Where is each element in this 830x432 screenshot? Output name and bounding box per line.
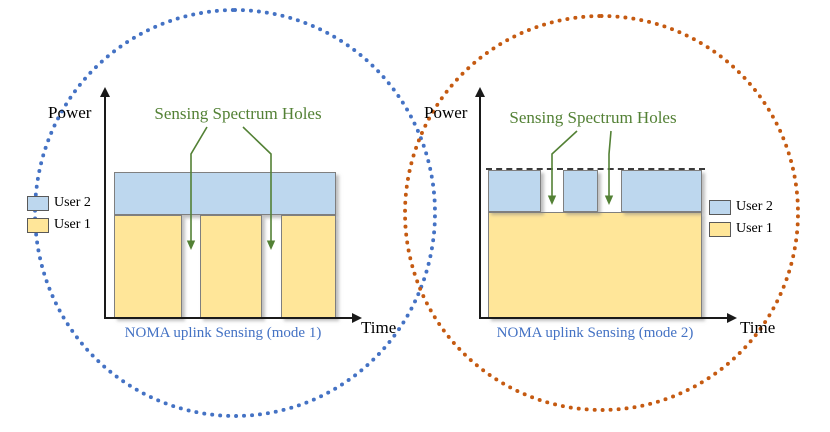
mode2-sensing-spectrum-holes-label: Sensing Spectrum Holes — [509, 108, 677, 127]
mode2-dotted-circle — [403, 14, 800, 412]
mode1-sensing-spectrum-holes-label: Sensing Spectrum Holes — [154, 104, 322, 123]
mode1-legend-user1-label: User 1 — [54, 217, 91, 232]
mode2-time-axis-arrowhead-icon — [727, 313, 737, 323]
mode2-title: NOMA uplink Sensing (mode 2) — [496, 325, 694, 341]
mode2-legend-user1-label: User 1 — [736, 221, 773, 236]
mode2-legend-user2-label: User 2 — [736, 199, 773, 214]
mode2-power-axis-label: Power — [424, 103, 468, 122]
mode1-user1-segment-1 — [114, 215, 182, 318]
mode1-time-axis — [104, 317, 352, 319]
mode2-user1-bar — [488, 212, 702, 318]
mode1-power-axis — [104, 96, 106, 318]
mode1-user1-segment-2 — [200, 215, 262, 318]
mode1-user1-segment-3 — [281, 215, 336, 318]
mode2-user2-segment-1 — [488, 170, 541, 212]
mode1-time-axis-label: Time — [361, 318, 397, 337]
mode1-power-axis-label: Power — [48, 103, 92, 122]
mode2-power-axis — [479, 96, 481, 318]
mode2-user2-segment-3 — [621, 170, 702, 212]
mode2-power-reference-dashed-line — [486, 168, 705, 170]
mode2-legend-user2-swatch — [709, 200, 731, 215]
mode2-user2-segment-2 — [563, 170, 598, 212]
mode2-time-axis-label: Time — [740, 318, 776, 337]
mode1-power-axis-arrowhead-icon — [100, 87, 110, 97]
mode1-legend-user2-label: User 2 — [54, 195, 91, 210]
mode1-legend-user2-swatch — [27, 196, 49, 211]
mode2-time-axis — [479, 317, 727, 319]
mode1-legend-user1-swatch — [27, 218, 49, 233]
mode1-user2-bar — [114, 172, 336, 215]
mode2-legend-user1-swatch — [709, 222, 731, 237]
mode2-power-axis-arrowhead-icon — [475, 87, 485, 97]
mode1-time-axis-arrowhead-icon — [352, 313, 362, 323]
mode1-title: NOMA uplink Sensing (mode 1) — [124, 325, 322, 341]
